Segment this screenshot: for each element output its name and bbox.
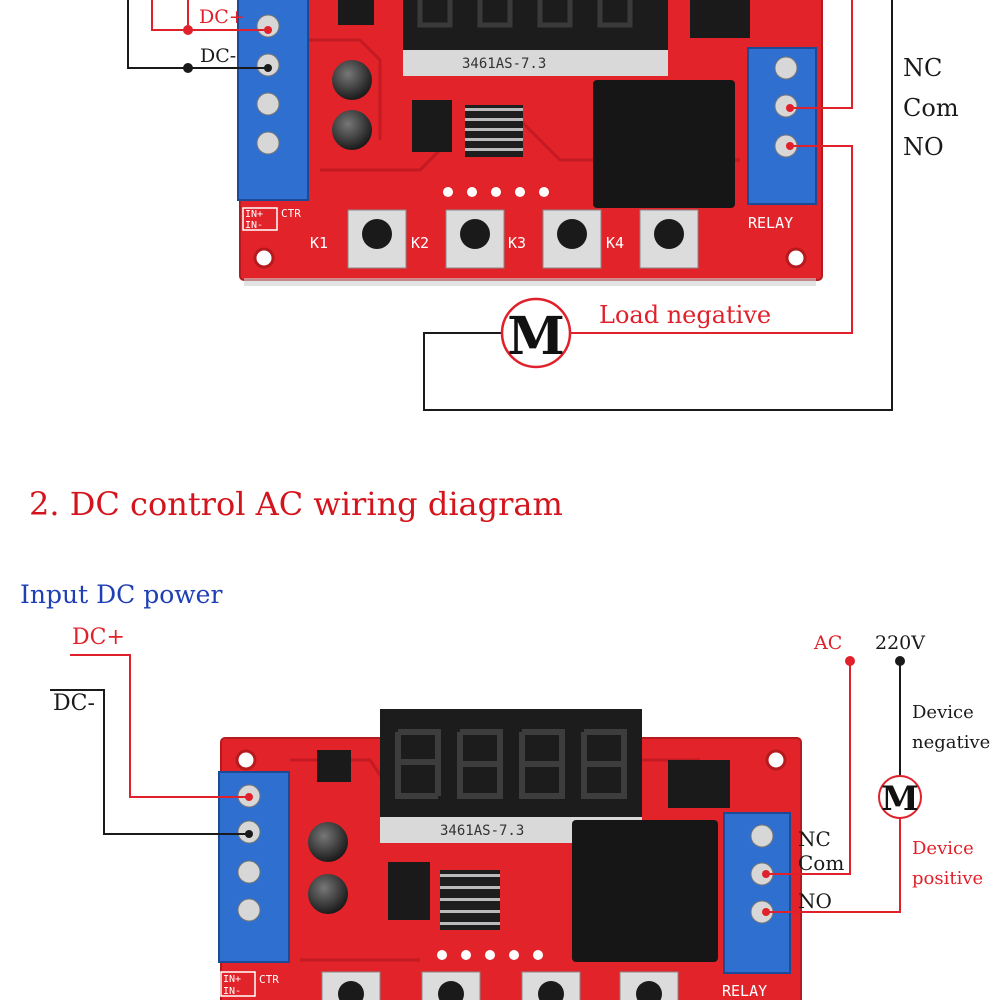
nc-label-2: NC: [798, 827, 831, 851]
load-negative-label: Load negative: [599, 301, 771, 329]
in-plus-label-1: IN+: [245, 209, 263, 220]
diagram-2: Input DC power 3461AS-7.3: [20, 580, 990, 1000]
dc-minus-label-2: DC-: [53, 691, 95, 716]
motor-symbol-1: [500, 297, 572, 369]
input-dc-power-label: Input DC power: [20, 580, 222, 609]
in-plus-label-2: IN+: [223, 974, 241, 985]
relay-label-1: RELAY: [748, 214, 793, 232]
device-positive-label-line1: Device: [912, 838, 974, 859]
key-label-k1: K1: [310, 234, 328, 252]
wires-2: [50, 654, 901, 913]
voltage-label: 220V: [875, 632, 925, 654]
buttons-1: [347, 209, 699, 269]
dc-plus-label-1: DC+: [199, 6, 245, 28]
section-title: 2. DC control AC wiring diagram: [29, 485, 563, 523]
motor-letter-2: M: [881, 779, 919, 819]
ctr-label-1: CTR: [281, 207, 301, 220]
device-positive-label-line2: positive: [912, 868, 983, 889]
input-terminal-block-2: [218, 771, 290, 963]
com-label-2: Com: [798, 851, 844, 875]
key-label-k4: K4: [606, 234, 624, 252]
dc-minus-label-1: DC-: [200, 45, 236, 67]
display-part-label-2: 3461AS-7.3: [440, 823, 524, 839]
wires-1: [127, 0, 893, 411]
nc-label-1: NC: [903, 54, 942, 82]
diagram-1: 3461AS-7.3 IN+ IN-: [127, 0, 959, 411]
relay-2: [572, 820, 718, 962]
in-minus-label-2: IN-: [223, 986, 241, 997]
in-minus-label-1: IN-: [245, 220, 263, 231]
input-terminal-block-1: [237, 0, 309, 201]
motor-letter-1: M: [507, 306, 565, 367]
key-label-k2: K2: [411, 234, 429, 252]
com-label-1: Com: [903, 94, 959, 122]
relay-terminal-block-2: [723, 812, 791, 974]
ctr-label-2: CTR: [259, 973, 279, 986]
buttons-2: [321, 971, 679, 1000]
no-label-2: NO: [798, 889, 832, 913]
relay-label-2: RELAY: [722, 982, 767, 1000]
no-label-1: NO: [903, 133, 944, 161]
ac-label: AC: [813, 632, 842, 654]
relay-1: [593, 80, 735, 208]
relay-terminal-block-1: [747, 47, 817, 205]
motor-symbol-2: [878, 775, 922, 819]
display-part-label-1: 3461AS-7.3: [462, 56, 546, 72]
dc-plus-label-2: DC+: [72, 625, 125, 650]
key-label-k3: K3: [508, 234, 526, 252]
device-negative-label-line2: negative: [912, 732, 990, 753]
device-negative-label-line1: Device: [912, 702, 974, 723]
